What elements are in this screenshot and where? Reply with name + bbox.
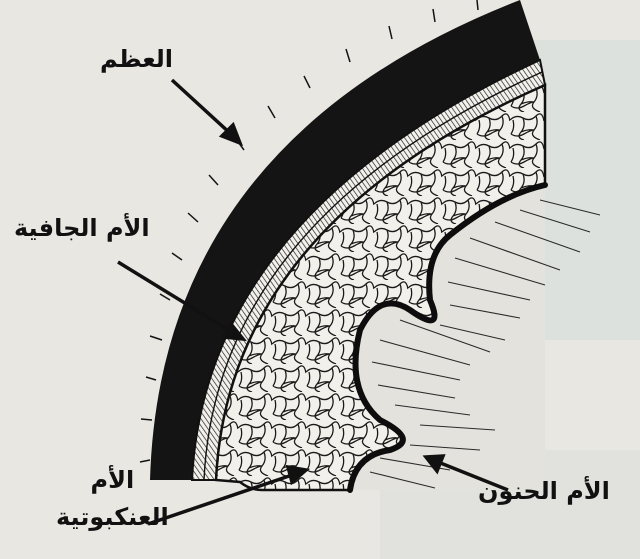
label-pia-mater: الأم الحنون	[478, 477, 610, 505]
label-arachnoid-line1: الأم	[56, 462, 169, 499]
label-bone: العظم	[100, 45, 173, 73]
bone-arrow	[172, 80, 232, 135]
label-dura-mater: الأم الجافية	[14, 214, 150, 242]
label-arachnoid-line2: العنكبوتية	[56, 499, 169, 536]
label-arachnoid: الأم العنكبوتية	[56, 462, 169, 536]
